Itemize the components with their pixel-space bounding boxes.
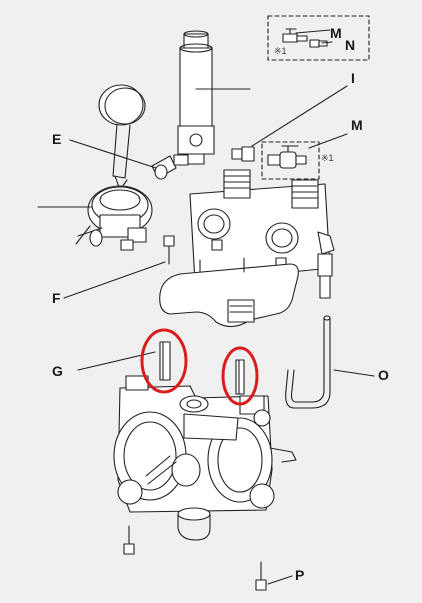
mounting-plate <box>159 257 299 328</box>
callout-o: O <box>378 367 389 383</box>
bolt-p <box>255 561 293 591</box>
manifold-bracket <box>189 169 335 283</box>
callout-n: N <box>345 37 356 53</box>
tube-o <box>285 253 333 409</box>
callout-i: I <box>351 70 355 86</box>
callout-e: E <box>52 131 62 147</box>
note-inset-mid: ※1 <box>321 153 334 163</box>
highlight-marks <box>140 328 259 406</box>
inset-box-mid <box>261 133 348 180</box>
filter-cylinder <box>177 30 251 165</box>
fitting-e <box>151 154 189 180</box>
callout-m-mid: M <box>351 117 363 133</box>
callout-f: F <box>52 290 61 306</box>
gauge-dial <box>98 84 146 191</box>
pump-body <box>113 375 297 541</box>
leader-e <box>69 139 157 169</box>
callout-g: G <box>52 363 63 379</box>
bolt-bottom-left <box>123 525 135 555</box>
highlight-stud-right <box>221 346 259 406</box>
callout-p: P <box>295 567 305 583</box>
stud-g-left <box>159 341 171 381</box>
leader-o <box>333 369 375 377</box>
note-inset-top: ※1 <box>274 46 287 56</box>
stud-g-right <box>235 359 245 395</box>
regulator-body <box>75 185 153 251</box>
bolt-f <box>63 235 175 299</box>
highlight-stud-left <box>140 328 188 394</box>
callout-m-top: M <box>330 25 342 41</box>
fitting-i <box>231 85 348 162</box>
inset-box-top <box>267 15 370 61</box>
